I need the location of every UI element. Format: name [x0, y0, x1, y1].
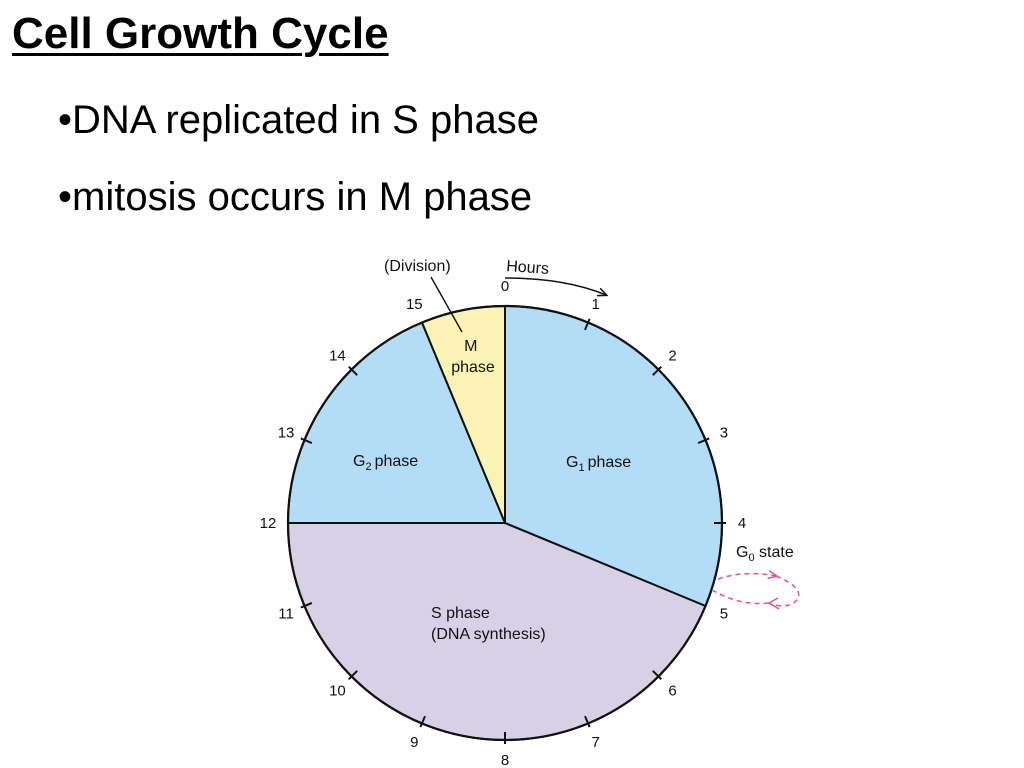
bullet-item: •mitosis occurs in M phase [58, 175, 539, 219]
hour-tick-label: 1 [592, 296, 600, 313]
hour-tick-label: 14 [329, 347, 346, 364]
hour-tick-label: 2 [668, 347, 676, 364]
hour-ticks [300, 318, 726, 744]
s-phase-label: S phase (DNA synthesis) [431, 605, 546, 643]
hour-tick-label: 10 [329, 683, 346, 700]
hours-arrow [504, 277, 606, 295]
bullet-text: mitosis occurs in M phase [72, 175, 533, 219]
hour-tick-label: 9 [410, 734, 418, 751]
bullet-item: •DNA replicated in S phase [58, 98, 539, 142]
hour-tick-label: 15 [406, 296, 423, 313]
slide-title: Cell Growth Cycle [12, 9, 389, 58]
g0-return-arrowhead [767, 597, 780, 610]
division-label: (Division) [384, 258, 451, 275]
hour-tick-mark [584, 715, 591, 728]
hour-tick-mark [584, 318, 591, 331]
hour-tick-mark [348, 366, 358, 376]
hour-tick-label: 5 [720, 606, 728, 623]
hour-tick-label: 12 [260, 515, 277, 532]
bullet-marker: • [58, 98, 73, 142]
hour-tick-mark [697, 437, 710, 444]
hours-label: Hours [506, 258, 550, 278]
g0-loop-arrow-return [711, 575, 800, 607]
hour-tick-mark [652, 670, 662, 680]
hour-tick-mark [348, 670, 358, 680]
bullet-list: •DNA replicated in S phase •mitosis occu… [58, 98, 539, 252]
hour-tick-label: 3 [720, 424, 728, 441]
hour-tick-mark [300, 602, 313, 609]
hour-tick-label: 4 [738, 515, 746, 532]
hour-tick-label: 7 [592, 734, 600, 751]
hour-tick-label: 11 [278, 606, 294, 623]
hour-tick-mark [419, 715, 426, 728]
hour-tick-label: 8 [501, 752, 509, 768]
division-pointer [430, 276, 463, 333]
bullet-text: DNA replicated in S phase [72, 98, 539, 142]
hour-tick-label: 13 [278, 424, 295, 441]
hour-tick-mark [300, 437, 313, 444]
hour-tick-mark [652, 366, 662, 376]
g0-state-label: G0 state [736, 544, 794, 564]
bullet-marker: • [58, 175, 73, 219]
g0-loop-arrow-out [717, 574, 776, 580]
hour-tick-label: 0 [501, 278, 509, 295]
hour-tick-label: 6 [668, 683, 676, 700]
m-phase-label: M phase [451, 338, 495, 376]
